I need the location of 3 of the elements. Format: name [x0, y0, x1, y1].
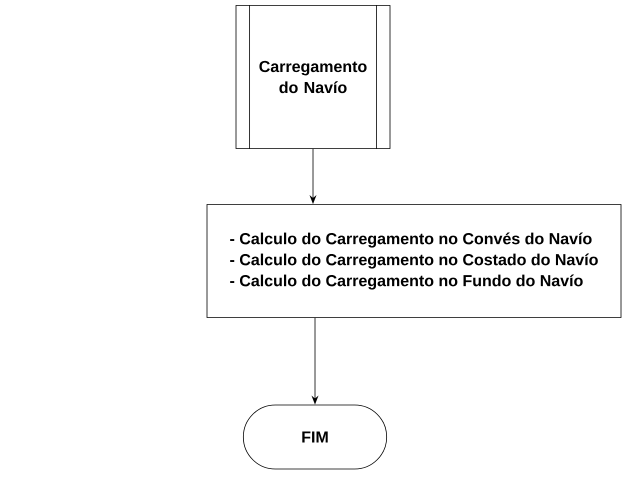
subprocess-box: Carregamento do Navío	[236, 4, 390, 150]
terminator: FIM	[242, 404, 388, 470]
process-box: - Calculo do Carregamento no Convés do Navío - Calculo do Carregamento no Costado do Navío - Calculo do Carregamento no Fundo do Navío	[206, 204, 622, 318]
